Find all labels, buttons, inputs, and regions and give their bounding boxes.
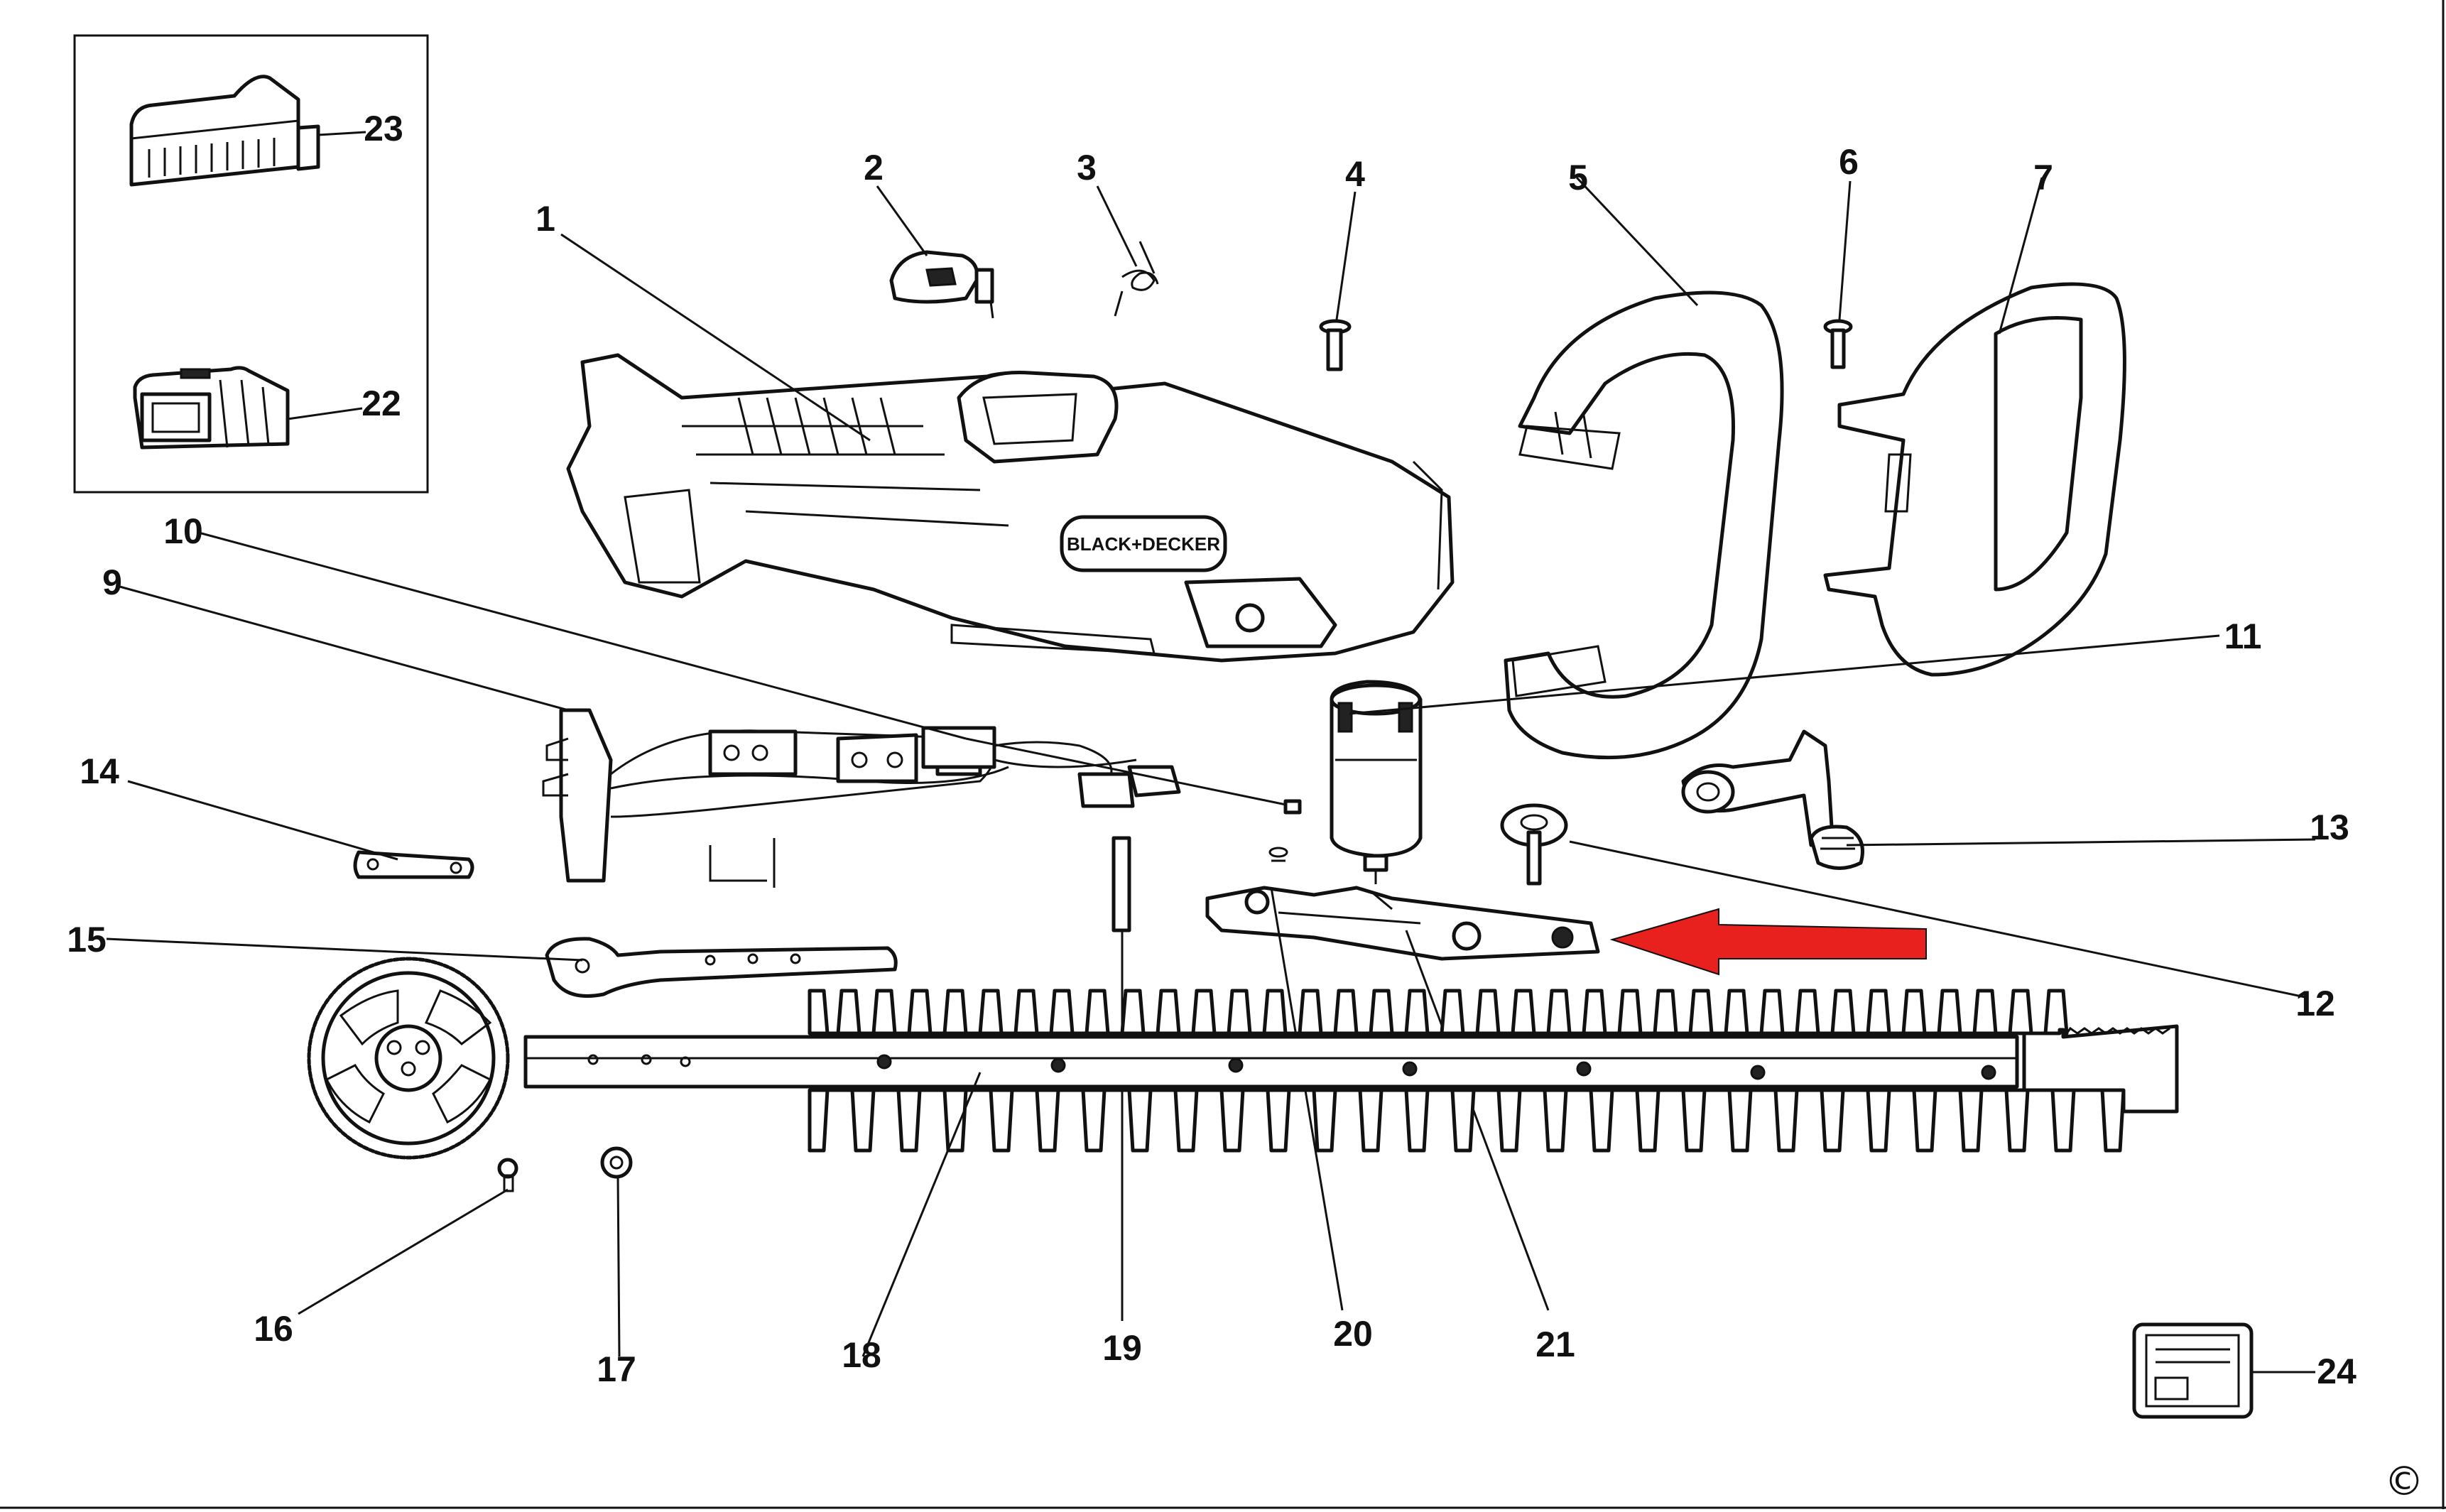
label-14: 14: [80, 751, 119, 791]
leader-21: [1405, 930, 1550, 1311]
leader-3: [1096, 185, 1138, 267]
label-17: 17: [597, 1349, 636, 1389]
label-21: 21: [1535, 1325, 1575, 1364]
part-7-guard: [1823, 282, 2126, 677]
label-7: 7: [2033, 158, 2053, 197]
battery-charger-inset-box: [73, 34, 429, 494]
part-19-pin: [1111, 836, 1131, 932]
leader-17: [616, 1175, 621, 1357]
leader-23: [317, 131, 366, 136]
direction-arrow: [1609, 908, 1927, 976]
leader-6: [1838, 180, 1852, 320]
part-3-spring: [1114, 241, 1159, 317]
label-20: 20: [1333, 1314, 1373, 1354]
leader-11: [1349, 634, 2220, 715]
label-15: 15: [67, 920, 107, 959]
label-3: 3: [1077, 148, 1097, 187]
part-14-plate: [353, 850, 474, 879]
label-13: 13: [2310, 807, 2349, 847]
part-9-switch-assembly: [542, 708, 1181, 888]
leader-14: [127, 780, 398, 861]
leader-9: [116, 584, 569, 712]
leader-13: [1846, 838, 2316, 847]
label-12: 12: [2295, 984, 2335, 1023]
label-16: 16: [254, 1309, 293, 1349]
part-15-link-arm: [545, 937, 898, 998]
part-22-battery: [133, 366, 290, 450]
label-19: 19: [1102, 1328, 1142, 1368]
part-1-main-housing: BLACK+DECKER: [566, 353, 1455, 663]
part-18-blade-assembly: [307, 957, 2179, 1160]
leader-22: [287, 407, 363, 420]
part-11-motor: [1330, 680, 1423, 884]
label-10: 10: [163, 511, 203, 551]
leader-1: [560, 233, 871, 442]
leader-10b: [965, 737, 1293, 807]
part-10-small-connector: [1283, 799, 1302, 815]
part-20-washer: [1268, 847, 1288, 862]
leader-12: [1569, 840, 2309, 999]
part-2-lock-off-button: [889, 250, 994, 319]
part-12-bearing: [1500, 803, 1568, 886]
leader-10: [198, 531, 967, 740]
label-6: 6: [1839, 142, 1859, 182]
label-24: 24: [2317, 1351, 2357, 1391]
label-5: 5: [1568, 158, 1588, 197]
part-24-manual: [2132, 1322, 2254, 1419]
part-5-front-handle: [1504, 290, 1784, 760]
label-11: 11: [2224, 616, 2262, 656]
label-23: 23: [364, 109, 403, 148]
part-13-clamp: [1681, 729, 1864, 870]
part-17-nut: [600, 1146, 633, 1179]
part-16-screw: [497, 1158, 518, 1192]
leader-18: [861, 1072, 982, 1357]
leader-2: [876, 185, 928, 256]
label-4: 4: [1345, 154, 1365, 194]
leader-16: [298, 1188, 509, 1315]
part-21-gear-housing: [1205, 886, 1600, 961]
part-23-charger: [129, 75, 320, 187]
leader-5: [1575, 176, 1699, 307]
leader-20: [1270, 887, 1344, 1311]
brand-logo-text: BLACK+DECKER: [1067, 533, 1220, 555]
part-number-labels: 1 2 3 4 5 6 7 9 10 11 12 13 14 15 16 17 …: [67, 109, 2357, 1391]
label-1: 1: [536, 199, 555, 239]
label-18: 18: [842, 1335, 881, 1375]
label-2: 2: [864, 148, 884, 187]
part-6-screw: [1823, 319, 1853, 369]
leader-7: [1998, 177, 2043, 335]
copyright-mark: ©: [2384, 1459, 2424, 1505]
label-22: 22: [362, 384, 401, 423]
part-4-screw: [1319, 319, 1352, 371]
leader-4: [1335, 191, 1357, 320]
label-9: 9: [102, 562, 122, 602]
leader-15: [106, 937, 583, 962]
